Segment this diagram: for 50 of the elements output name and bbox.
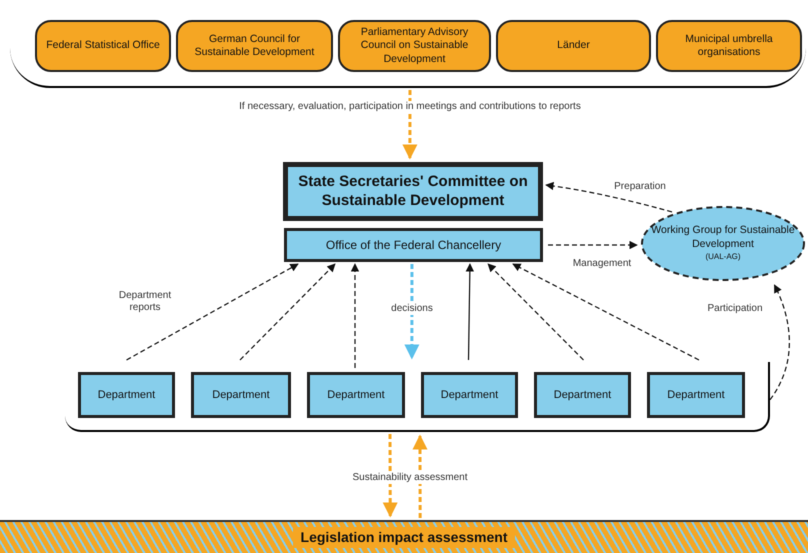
node-label: Office of the Federal Chancellery [326,237,502,254]
edge-label: Preparation [612,180,668,194]
arrow [466,263,474,360]
node-label: Department [554,388,612,403]
process-box [647,372,745,418]
arrow [770,284,790,400]
node-label: Legislation impact assessment [292,527,516,548]
node-label: State Secretaries' Committee on Sustainable Development [297,172,529,210]
node-label: Department [327,388,385,403]
node-label: Länder [557,39,590,53]
node-label: Working Group for Sustainable Development [650,224,796,251]
arrow [488,263,584,360]
arrow [412,434,428,518]
node-label: Department [440,388,498,403]
node-label: Federal Statistical Office [46,39,160,53]
hatched-band [0,520,808,553]
edge-label: Management [570,258,634,270]
edge-label: Sustainability assessment [350,472,470,484]
arrow [512,263,700,361]
node-label: Municipal umbrella organisations [684,32,774,60]
process-box [78,372,175,418]
node-label: Department [212,388,270,403]
rounded-box [656,20,802,72]
node-label: Parliamentary Advisory Council on Sustainable Development [360,26,470,66]
process-box [284,228,543,262]
arrow [382,434,398,518]
rounded-box [176,20,333,72]
process-box [191,372,291,418]
process-box [307,372,405,418]
process-box [283,162,543,221]
arrow [404,264,420,360]
process-box [534,372,631,418]
edge-label: If necessary, evaluation, participation in meetings and contributions to reports [237,100,583,114]
node-label: German Council for Sustainable Development [194,32,316,60]
arrow [548,240,638,250]
arrow [545,182,672,212]
working-group-ellipse [640,205,806,282]
rounded-box [496,20,651,72]
arrow [126,263,299,361]
arrow [350,263,360,368]
rounded-box [338,20,491,72]
node-subtitle: (UAL-AG) [705,250,741,263]
node-label: Department [98,388,156,403]
edge-label: decisions [389,302,435,316]
arrow [402,90,418,160]
edge-label: Participation [705,302,765,316]
process-box [421,372,518,418]
node-label: Department [667,388,725,403]
rounded-box [35,20,171,72]
arrow [240,263,336,360]
